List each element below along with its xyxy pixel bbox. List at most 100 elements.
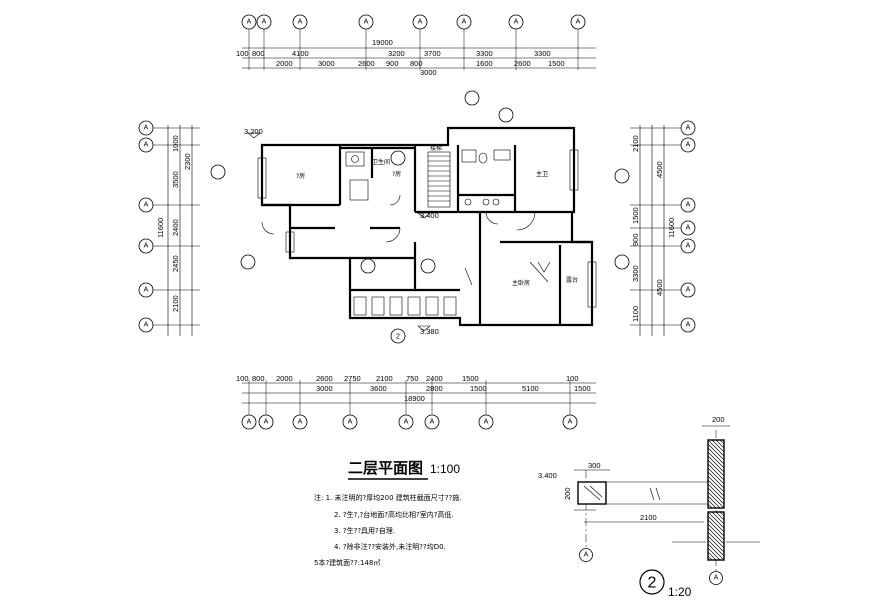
left-dim-1: 1000 (171, 135, 180, 152)
room-2: ?房 (392, 170, 401, 178)
bottom-axis-bubble-6 (424, 414, 440, 430)
top-axis-bubble-7-label: A (514, 19, 519, 26)
right-axis-bubble-3 (680, 197, 696, 213)
bottom-dim-8: 2400 (426, 374, 443, 383)
level-2: 3.400 (420, 211, 439, 220)
plan-labels: 3.200 3.400 3.380 ?房 ?房 主卧房 露台 卫生间 主卫 楼梯 (244, 127, 578, 336)
right-dim-5: 3300 (631, 265, 640, 282)
right-dim-6: 4500 (655, 279, 664, 296)
top-dim-4: 3200 (388, 49, 405, 58)
left-axis-bubble-4 (138, 238, 154, 254)
note-4: 4. ?除非注??安装外,未注明??均D0. (334, 542, 446, 551)
bottom-dim-1: 100 (236, 374, 249, 383)
detail-axis-left: A (584, 552, 589, 559)
left-dimension-lines: 11600 1000 2300 3500 2400 2450 2100 (156, 125, 193, 336)
left-axis-bubble-3 (138, 197, 154, 213)
bottom-axis-bubble-5-label: A (404, 419, 409, 426)
right-axis-bubble-2-label: A (686, 142, 691, 149)
left-dim-6: 2100 (171, 295, 180, 312)
top-dim-11: 900 (386, 59, 399, 68)
bottom-dim-10: 100 (566, 374, 579, 383)
bottom-axis-bubble-3-label: A (298, 419, 303, 426)
bottom-dim-4: 2600 (316, 374, 333, 383)
bottom-dim-16: 1500 (574, 384, 591, 393)
top-dim-2: 800 (252, 49, 265, 58)
top-axis-bubble-3-label: A (298, 19, 303, 26)
left-dim-3: 3500 (171, 171, 180, 188)
top-sub-dim: 3000 (420, 68, 437, 77)
bottom-axis-bubble-2-label: A (264, 419, 269, 426)
top-dim-13: 1600 (476, 59, 493, 68)
right-axis-bubble-2 (680, 137, 696, 153)
note-5: 5本?建筑面??:148㎡ (314, 558, 380, 567)
top-dim-10: 2600 (358, 59, 375, 68)
top-axis-bubble-2 (256, 14, 272, 30)
note-3: 3. ?生??具用?自理. (334, 526, 395, 535)
bottom-total-dim: 18900 (404, 394, 425, 403)
bottom-dim-7: 750 (406, 374, 419, 383)
right-axis-bubble-4 (680, 220, 696, 236)
room-1: ?房 (296, 172, 305, 180)
top-total-dim: 19000 (372, 38, 393, 47)
right-axis-bubble-5-label: A (686, 243, 691, 250)
right-axis-bubble-4-label: A (686, 225, 691, 232)
bottom-axis-bubble-6-label: A (430, 419, 435, 426)
left-axis-bubble-1-label: A (144, 125, 149, 132)
top-dim-12: 800 (410, 59, 423, 68)
detail-section-2: 300 200 3.400 200 2100 A A 2 1:20 (538, 415, 760, 599)
bottom-axis-bubble-1-label: A (247, 419, 252, 426)
drawing-title: 二层平面图 (348, 459, 423, 477)
right-axis-bubble-1-label: A (686, 125, 691, 132)
detail-dim-200b: 200 (563, 487, 572, 500)
left-dim-2: 2300 (183, 153, 192, 170)
drawing-scale: 1:100 (430, 462, 460, 476)
detail-level: 3.400 (538, 471, 557, 480)
bottom-dim-11: 3000 (316, 384, 333, 393)
notes-block: 注: 1. 未注明的?厚均200 建筑柱截面尺寸??施. 2. ?生?,?台地面… (314, 493, 461, 567)
top-dim-9: 3000 (318, 59, 335, 68)
left-dim-5: 2450 (171, 255, 180, 272)
drawing-title-block: 二层平面图 1:100 (348, 459, 460, 480)
right-dim-7: 1100 (631, 306, 640, 322)
bottom-axis-bubble-7 (478, 414, 494, 430)
bottom-axis-bubble-4-label: A (348, 419, 353, 426)
bottom-dimension-lines: 100 800 2000 2600 2750 2100 750 2400 150… (236, 374, 596, 404)
detail-dim-2100: 2100 (640, 513, 657, 522)
room-4: 露台 (566, 276, 578, 284)
top-axis-bubble-1 (241, 14, 257, 30)
top-dimension-lines: 19000 3000 100 800 4100 3200 3700 3300 3… (236, 38, 596, 77)
bottom-dim-13: 2800 (426, 384, 443, 393)
bottom-axis-bubble-5 (398, 414, 414, 430)
right-dim-1: 2100 (631, 135, 640, 152)
detail-number: 2 (648, 575, 657, 592)
room-6: 主卫 (536, 170, 548, 178)
right-dim-3: 1500 (631, 207, 640, 224)
room-5: 卫生间 (372, 158, 390, 166)
section-markers: 2 (210, 90, 630, 344)
level-3: 3.380 (420, 327, 439, 336)
right-total-dim: 11600 (667, 218, 676, 238)
left-axis-bubble-5-label: A (144, 287, 149, 294)
right-axis-bubble-1 (680, 120, 696, 136)
top-dim-14: 2600 (514, 59, 531, 68)
top-dim-6: 3300 (476, 49, 493, 58)
bottom-dim-12: 3600 (370, 384, 387, 393)
right-dimension-lines: 11600 2100 4500 1500 900 3300 4500 1100 (631, 125, 676, 336)
left-axis-bubble-4-label: A (144, 243, 149, 250)
bottom-axis-bubble-7-label: A (484, 419, 489, 426)
top-dim-15: 1500 (548, 59, 565, 68)
left-axis-bubble-5 (138, 282, 154, 298)
right-axis-bubble-5 (680, 238, 696, 254)
left-axis-bubble-3-label: A (144, 202, 149, 209)
plan-fixtures (247, 132, 597, 332)
section-marker-2: 2 (396, 334, 400, 341)
left-axis-bubble-2 (138, 137, 154, 153)
top-axis-bubble-4 (358, 14, 374, 30)
top-axis-bubble-5 (412, 14, 428, 30)
top-axis-bubble-3 (292, 14, 308, 30)
bottom-axis-bubble-4 (342, 414, 358, 430)
bottom-axis-bubble-3 (292, 414, 308, 430)
bottom-axis-bubble-2 (258, 414, 274, 430)
